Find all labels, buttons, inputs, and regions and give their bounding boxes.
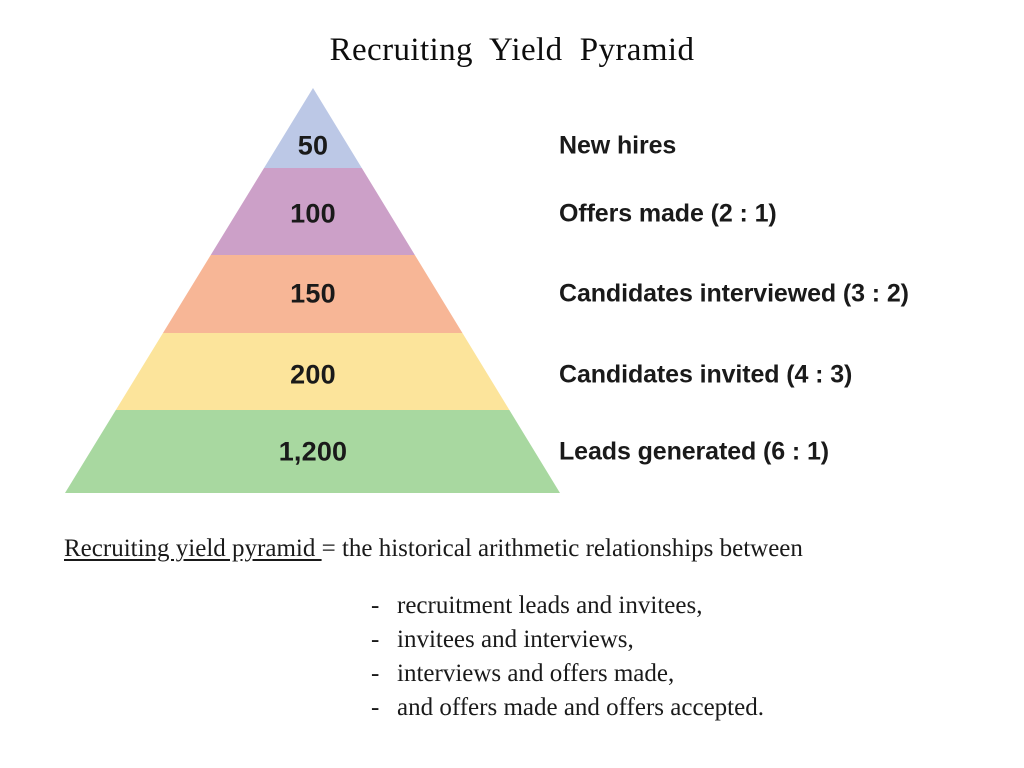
stage-label-offers-made: Offers made (2 : 1)	[559, 199, 777, 228]
pyramid-value-candidates-interviewed: 150	[290, 278, 336, 309]
list-item-label: interviews and offers made,	[397, 660, 675, 687]
recruiting-yield-pyramid-chart: 50 100 150 200 1,200	[60, 82, 566, 500]
stage-label-leads-generated: Leads generated (6 : 1)	[559, 437, 830, 466]
list-item: - interviews and offers made,	[371, 660, 764, 694]
bullet-dash-icon: -	[371, 592, 380, 619]
definition-term: Recruiting yield pyramid	[64, 535, 322, 562]
definition-text: = the historical arithmetic relationship…	[321, 535, 803, 562]
list-item: - and offers made and offers accepted.	[371, 694, 764, 728]
definition-bullet-list: - recruitment leads and invitees, - invi…	[371, 592, 764, 728]
pyramid-value-leads-generated: 1,200	[278, 436, 348, 467]
stage-label-candidates-interviewed: Candidates interviewed (3 : 2)	[559, 279, 909, 308]
pyramid-band-leads-generated	[65, 410, 560, 493]
list-item-label: and offers made and offers accepted.	[397, 694, 764, 721]
list-item-label: recruitment leads and invitees,	[397, 592, 703, 619]
list-item-label: invitees and interviews,	[397, 626, 634, 653]
pyramid-value-offers-made: 100	[290, 198, 336, 229]
list-item: - recruitment leads and invitees,	[371, 592, 764, 626]
definition-caption: Recruiting yield pyramid = the historica…	[64, 535, 803, 563]
stage-label-candidates-invited: Candidates invited (4 : 3)	[559, 360, 853, 389]
page-title: Recruiting Yield Pyramid	[329, 32, 695, 68]
bullet-dash-icon: -	[371, 626, 380, 653]
pyramid-value-candidates-invited: 200	[290, 359, 336, 390]
pyramid-value-new-hires: 50	[297, 130, 329, 161]
stage-label-new-hires: New hires	[559, 131, 677, 160]
pyramid-graphic	[65, 88, 560, 493]
bullet-dash-icon: -	[371, 660, 380, 687]
list-item: - invitees and interviews,	[371, 626, 764, 660]
bullet-dash-icon: -	[371, 694, 380, 721]
